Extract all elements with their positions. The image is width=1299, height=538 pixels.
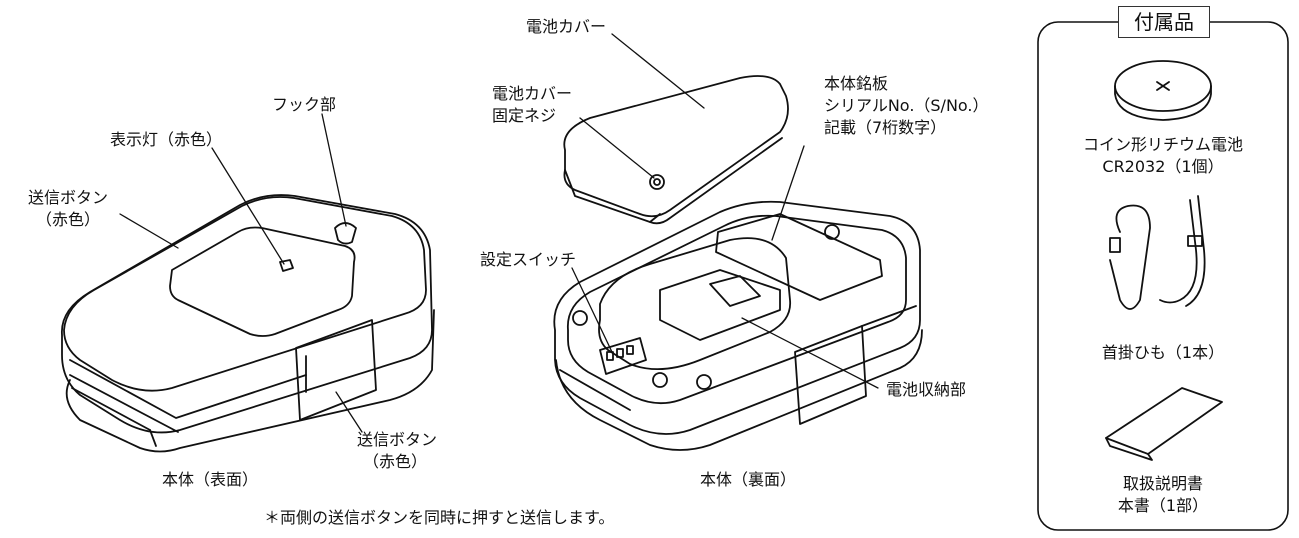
front-leader-lines — [119, 113, 363, 433]
nameplate-label-1: 本体銘板 — [824, 74, 889, 93]
setting-switch-label: 設定スイッチ — [480, 250, 577, 269]
battery-cover-illustration — [563, 75, 789, 225]
neck-strap-illustration — [1109, 195, 1206, 310]
accessories-title: 付属品 — [1118, 6, 1210, 38]
manual-label-1: 取扱説明書 — [1122, 474, 1203, 493]
manual-label-2: 本書（1部） — [1117, 496, 1209, 515]
back-view-caption: 本体（裏面） — [700, 470, 797, 489]
send-button-left-label-1: 送信ボタン — [28, 188, 109, 207]
send-button-right-label-1: 送信ボタン — [357, 430, 438, 449]
cover-leader-lines — [579, 33, 705, 179]
cover-screw-label-1: 電池カバー — [492, 84, 573, 103]
nameplate-label-3: 記載（7桁数字） — [824, 118, 947, 137]
coin-battery-illustration — [1114, 60, 1212, 121]
battery-cover-label: 電池カバー — [526, 17, 607, 36]
manual-illustration — [1105, 387, 1223, 461]
coin-battery-label-1: コイン形リチウム電池 — [1082, 135, 1243, 154]
indicator-label: 表示灯（赤色） — [110, 130, 223, 149]
send-button-left-label-2: （赤色） — [36, 210, 101, 229]
accessories-panel — [1037, 21, 1289, 531]
front-device-illustration — [61, 194, 435, 453]
strap-label: 首掛ひも（1本） — [1101, 343, 1225, 362]
cover-screw-label-2: 固定ネジ — [492, 106, 557, 125]
coin-battery-label-2: CR2032（1個） — [1102, 157, 1224, 176]
battery-compartment-label: 電池収納部 — [886, 380, 967, 399]
front-view-caption: 本体（表面） — [162, 470, 259, 489]
nameplate-label-2: シリアルNo.（S/No.） — [824, 96, 989, 115]
back-leader-lines — [571, 145, 879, 389]
back-device-illustration — [553, 200, 923, 451]
footnote: ＊両側の送信ボタンを同時に押すと送信します。 — [264, 508, 615, 527]
hook-label: フック部 — [272, 95, 337, 114]
send-button-right-label-2: （赤色） — [363, 452, 428, 471]
